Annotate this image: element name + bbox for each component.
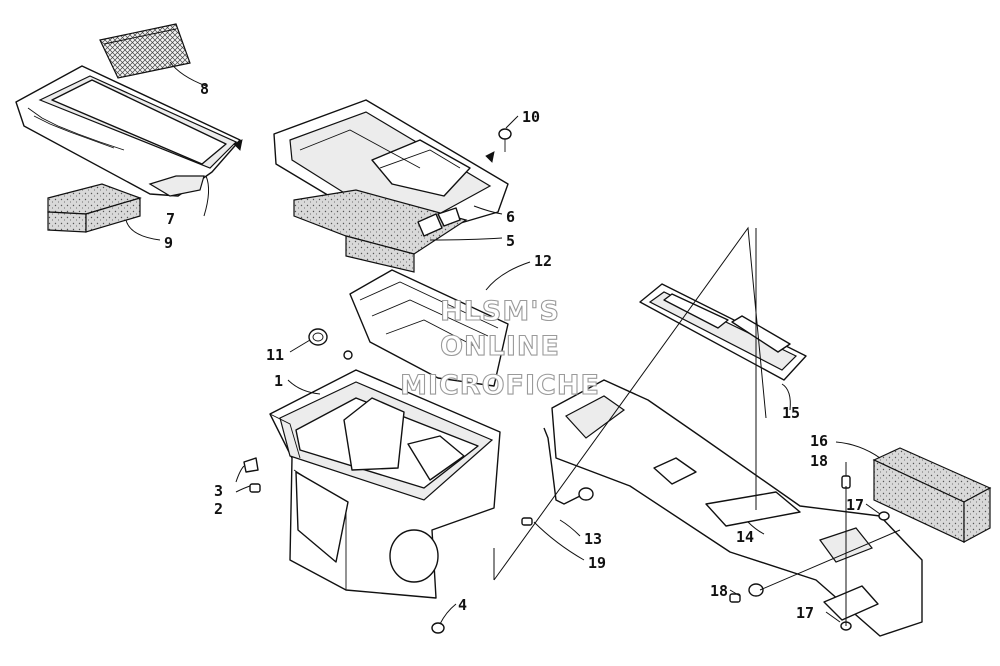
- nut-17a-part: [878, 511, 890, 521]
- callout-17b: 17: [796, 604, 814, 622]
- clip-3-part: [243, 457, 259, 473]
- top-cover-part: [349, 269, 509, 387]
- latch-rod-13-part: [543, 427, 594, 505]
- callout-11: 11: [266, 346, 284, 364]
- grille-insert-part: [99, 23, 191, 79]
- screw-2-part: [249, 483, 261, 493]
- callout-13: 13: [584, 530, 602, 548]
- watermark-line-1: HLSM'S: [440, 296, 560, 327]
- callout-9: 9: [164, 234, 173, 252]
- bolt-18b-part: [729, 583, 764, 603]
- callout-10: 10: [522, 108, 540, 126]
- nut-4-part: [431, 622, 445, 634]
- gasket-frame-part: [639, 283, 807, 381]
- screw-19-part: [521, 517, 533, 526]
- console-tray-part: [551, 379, 923, 637]
- callout-18b: 18: [710, 582, 728, 600]
- callout-17a: 17: [846, 496, 864, 514]
- callout-5: 5: [506, 232, 515, 250]
- callout-1: 1: [274, 372, 283, 390]
- instrument-tray-part: [273, 99, 509, 233]
- callout-15: 15: [782, 404, 800, 422]
- callout-2: 2: [214, 500, 223, 518]
- watermark-line-3: MICROFICHE: [400, 370, 600, 401]
- callout-19: 19: [588, 554, 606, 572]
- foam-pad-tray-part: [293, 189, 468, 273]
- callout-4: 4: [458, 596, 467, 614]
- foam-pad-left-part: [47, 183, 142, 233]
- assembly-lines: [493, 226, 901, 626]
- callout-8: 8: [200, 80, 209, 98]
- watermark: HLSM'S ONLINE MICROFICHE: [400, 295, 600, 401]
- cap-nut-11-part: [308, 328, 328, 346]
- leader-lines: [125, 61, 881, 625]
- callout-14: 14: [736, 528, 754, 546]
- callout-7: 7: [166, 210, 175, 228]
- housing-part: [269, 350, 501, 599]
- callout-12: 12: [534, 252, 552, 270]
- foam-block-16-part: [872, 447, 992, 544]
- callout-18a: 18: [810, 452, 828, 470]
- callout-16: 16: [810, 432, 828, 450]
- display-bezel-part: [15, 65, 243, 197]
- watermark-line-2: ONLINE: [440, 331, 560, 362]
- callout-3: 3: [214, 482, 223, 500]
- callout-labels: 1 2 3 4 5 6 7 8 9 10 11 12 13 14 15 16 1…: [164, 80, 864, 622]
- screw-10-part: [498, 128, 512, 152]
- callout-6: 6: [506, 208, 515, 226]
